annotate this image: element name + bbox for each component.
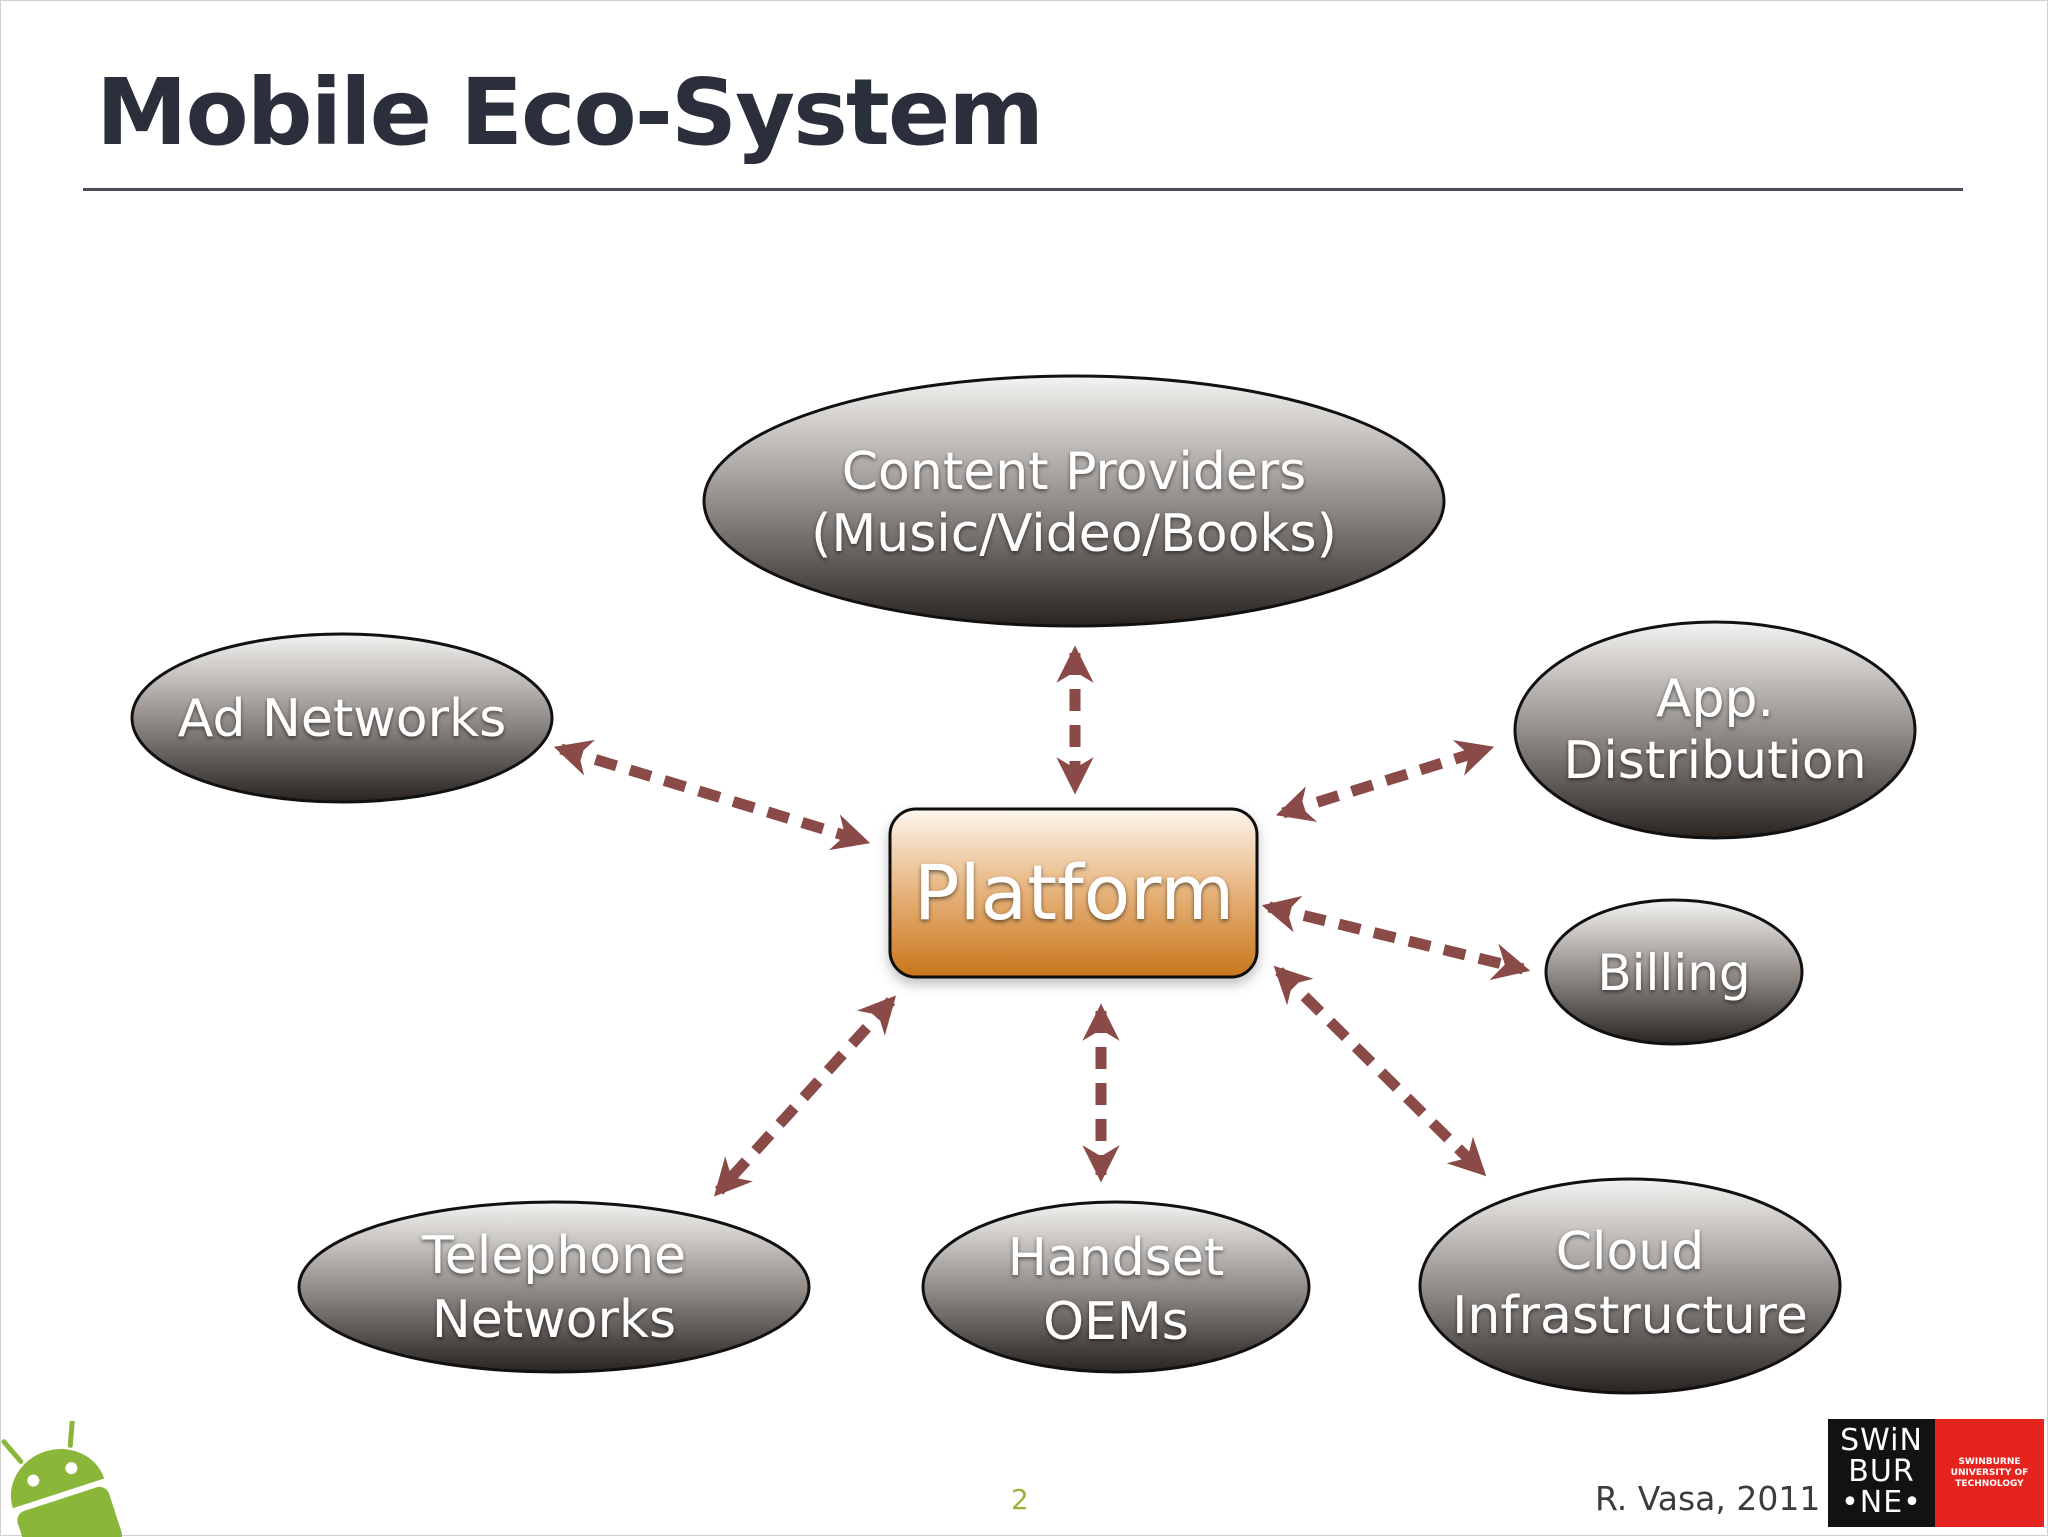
node-cloud-infrastructure: Cloud Infrastructure [1418,1177,1842,1395]
node-label: OEMs [1043,1292,1189,1352]
node-label: Ad Networks [178,689,506,749]
page-number: 2 [1011,1483,1029,1516]
slide-title: Mobile Eco-System [96,59,1044,166]
author-credit: R. Vasa, 2011 [1595,1479,1821,1518]
node-billing: Billing [1544,898,1804,1046]
android-robot-icon [1,1421,122,1537]
node-label: (Music/Video/Books) [811,504,1337,564]
node-platform: Platform [888,807,1259,979]
node-app-distribution: App. Distribution [1513,620,1917,840]
title-divider [83,188,1963,191]
node-label: App. [1656,669,1774,729]
node-handset-oems: Handset OEMs [921,1200,1311,1374]
node-telephone-networks: Telephone Networks [297,1200,811,1374]
arrow-billing [1261,895,1531,981]
arrow-cloud-infrastructure [1273,965,1487,1177]
node-label: Billing [1597,944,1750,1002]
node-label: Infrastructure [1452,1286,1808,1346]
node-label: Telephone [421,1226,686,1286]
logo-line: •NE• [1841,1485,1922,1520]
node-content-providers: Content Providers (Music/Video/Books) [702,374,1446,628]
node-ad-networks: Ad Networks [130,632,554,804]
node-label: Cloud [1556,1222,1705,1282]
arrow-ad-networks [553,739,871,851]
node-label: Handset [1008,1228,1224,1288]
platform-label: Platform [914,848,1235,937]
node-label: Content Providers [842,442,1307,502]
logo-line: BUR [1848,1454,1915,1489]
node-label: Distribution [1563,731,1866,791]
logo-line: SWiN [1840,1423,1923,1458]
swinburne-logo: SWiN BUR •NE• SWINBURNE UNIVERSITY OF TE… [1828,1419,2044,1527]
arrow-telephone-networks [713,995,897,1197]
node-label: Networks [432,1290,676,1350]
arrow-app-distribution [1275,740,1495,822]
logo-institution: SWINBURNE UNIVERSITY OF TECHNOLOGY [1935,1419,2044,1527]
logo-wordmark: SWiN BUR •NE• [1828,1419,1935,1527]
connector-arrows [553,645,1531,1197]
